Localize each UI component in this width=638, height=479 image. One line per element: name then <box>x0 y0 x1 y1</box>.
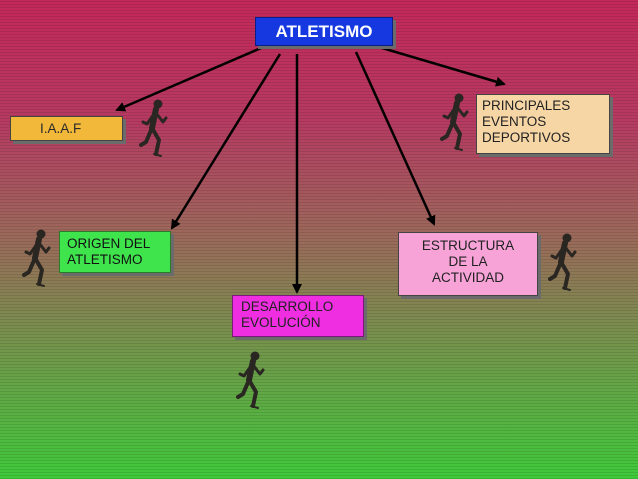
runner-icon <box>548 233 577 291</box>
origen-line-1: ORIGEN DEL <box>67 236 151 251</box>
desarrollo-line-1: DESARROLLO <box>241 299 334 314</box>
principales-line-2: EVENTOS <box>482 114 547 129</box>
origen-box: ORIGEN DEL ATLETISMO <box>59 231 171 273</box>
principales-line-1: PRINCIPALES <box>482 98 571 113</box>
estructura-line-3: ACTIVIDAD <box>431 270 504 285</box>
estructura-line-1: ESTRUCTURA <box>421 238 515 253</box>
estructura-line-2: DE LA <box>448 254 488 269</box>
title-box: ATLETISMO <box>255 17 393 46</box>
arrow-to-origen <box>170 53 282 230</box>
desarrollo-box: DESARROLLO EVOLUCIÓN <box>232 295 364 337</box>
desarrollo-line-2: EVOLUCIÓN <box>241 315 321 330</box>
runner-icon <box>440 93 469 151</box>
title-text: ATLETISMO <box>275 21 373 41</box>
arrow-to-iaaf <box>115 43 269 112</box>
iaaf-box: I.A.A.F <box>10 116 123 141</box>
origen-line-2: ATLETISMO <box>67 252 143 267</box>
iaaf-text: I.A.A.F <box>40 121 82 136</box>
arrow-to-principales <box>371 43 506 87</box>
principales-box: PRINCIPALES EVENTOS DEPORTIVOS <box>476 94 610 154</box>
runner-icon <box>236 351 265 409</box>
runner-icon <box>139 99 168 157</box>
runner-icon <box>22 229 51 287</box>
estructura-box: ESTRUCTURA DE LA ACTIVIDAD <box>398 232 538 296</box>
arrow-to-estructura <box>354 51 436 226</box>
principales-line-3: DEPORTIVOS <box>482 130 571 145</box>
